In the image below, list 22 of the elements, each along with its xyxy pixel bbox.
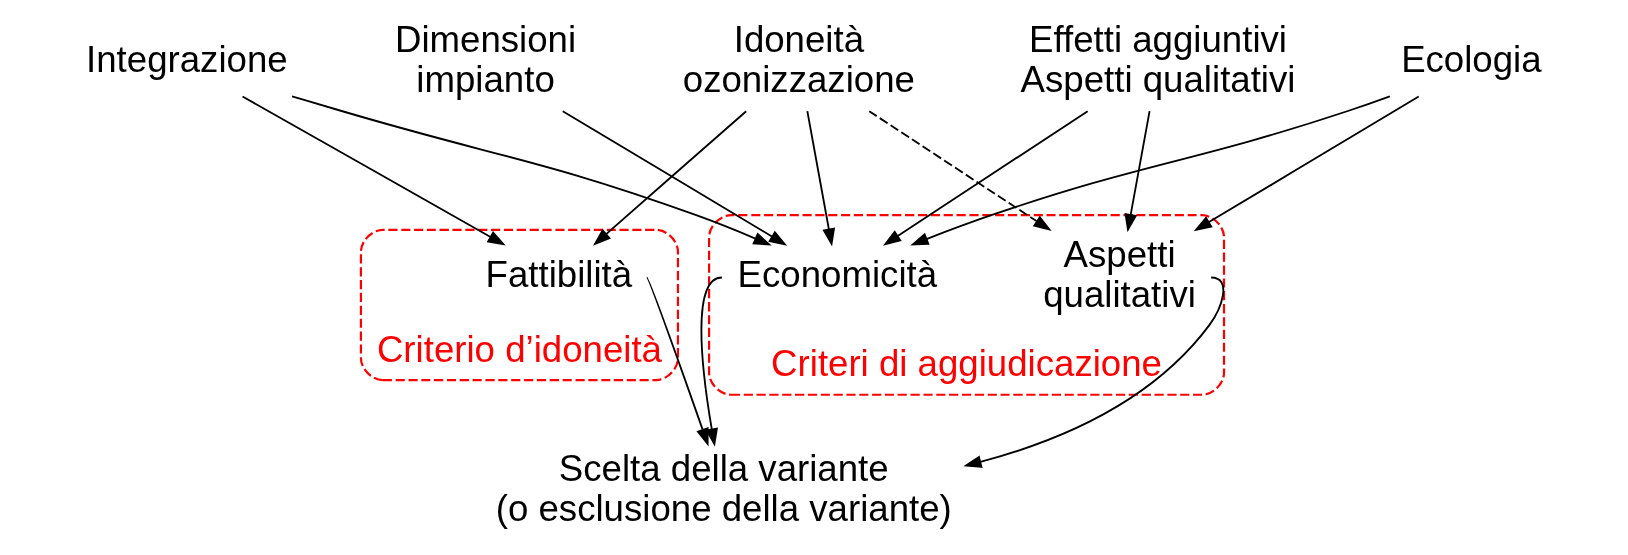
arrow xyxy=(241,95,506,246)
arrow xyxy=(963,276,1225,468)
node-text: Effetti aggiuntivi Aspetti qualitativi xyxy=(1020,19,1296,101)
arrow xyxy=(1124,110,1151,233)
arrow xyxy=(592,110,748,246)
node-text: Idoneità ozonizzazione xyxy=(682,19,915,101)
arrow xyxy=(806,110,836,247)
arrow xyxy=(700,276,723,447)
node-text: Ecologia xyxy=(1401,39,1542,81)
arrow xyxy=(561,110,788,246)
arrow xyxy=(868,110,1052,232)
node-text: Aspetti qualitativi xyxy=(1043,233,1196,315)
node-text: Dimensioni impianto xyxy=(394,19,577,101)
arrow xyxy=(882,110,1089,246)
arrow xyxy=(645,276,709,447)
arrow xyxy=(910,95,1391,246)
arrow xyxy=(291,95,772,246)
node-text: Economicità xyxy=(737,253,938,295)
node-text: Scelta della variante (o esclusione della variante) xyxy=(495,447,952,530)
arrow xyxy=(1193,95,1420,232)
node-text: Integrazione xyxy=(86,39,288,81)
node-text: Fattibilità xyxy=(485,253,633,295)
